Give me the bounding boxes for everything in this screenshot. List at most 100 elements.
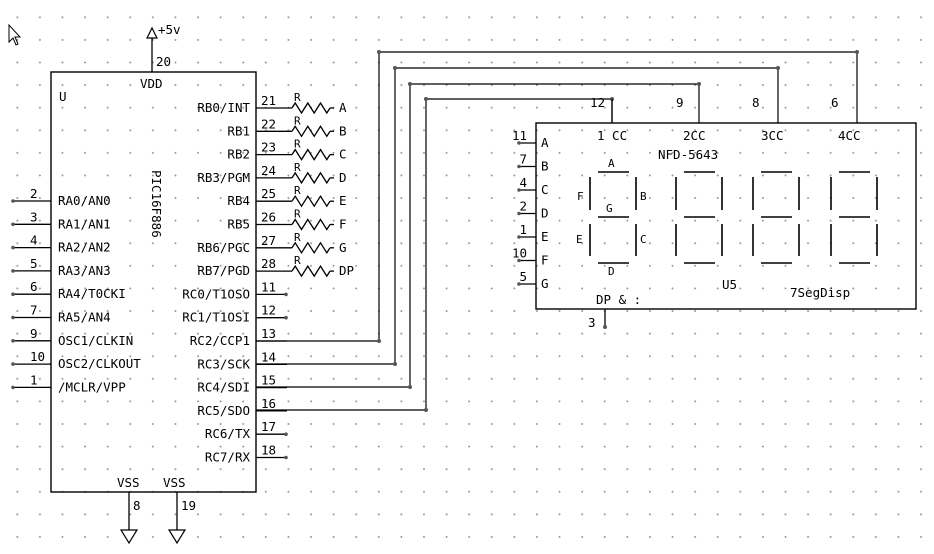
resistor-symbol <box>291 264 331 278</box>
pin-number: 1 <box>519 222 527 237</box>
resistor-net-label: C <box>339 147 347 162</box>
pin-number: 11 <box>512 128 527 143</box>
pin-name: RB1 <box>227 123 250 138</box>
resistor-net-label: E <box>339 193 347 208</box>
pin-number: 15 <box>261 373 276 388</box>
pin-number: 25 <box>261 186 276 201</box>
pin-number: 7 <box>30 303 38 318</box>
mcu-pin--mclr-vpp: 1/MCLR/VPP <box>11 372 126 394</box>
resistor-g: RG <box>291 231 347 255</box>
mcu-vdd-label: VDD <box>140 76 163 91</box>
resistor-ref: R <box>294 138 301 151</box>
pin-number: 4 <box>519 175 527 190</box>
mcu-pin-rb2: 23 RB2 <box>227 140 292 162</box>
pin-name: RA5/AN4 <box>58 310 111 325</box>
wire-rc3-3cc <box>256 67 779 365</box>
common-pin-4: 6 <box>831 95 839 110</box>
pin-number: 10 <box>512 246 527 261</box>
mcu: U VDD PIC16F886 VSS VSS <box>50 71 257 493</box>
resistor-symbol <box>291 171 331 185</box>
mcu-pin-rc4-sdi: 15 RC4/SDI <box>197 373 287 395</box>
pin-name: RC6/TX <box>205 426 251 441</box>
pin-number: 7 <box>519 152 527 167</box>
wire-rc5-1cc <box>256 98 613 411</box>
resistor-ref: R <box>294 184 301 197</box>
pin-number: 17 <box>261 419 276 434</box>
seg-label-d: D <box>608 265 615 278</box>
pin-name: /MCLR/VPP <box>58 379 126 394</box>
resistor-b: RB <box>291 114 347 138</box>
mcu-pin-ra5-an4: 7 RA5/AN4 <box>11 303 111 325</box>
display-ref: U5 <box>722 277 737 292</box>
pin-number: 23 <box>261 140 276 155</box>
resistor-symbol <box>291 125 331 138</box>
pin-name: RA0/AN0 <box>58 193 111 208</box>
seven-segment-display: NFD-5643 U5 7SegDisp DP & : 3 12 1 CC 9 … <box>512 95 917 330</box>
display-type: 7SegDisp <box>790 285 850 300</box>
pin-name: B <box>541 159 549 174</box>
resistor-ref: R <box>294 231 301 244</box>
pin-number: 6 <box>30 279 38 294</box>
mcu-vss-label-1: VSS <box>117 475 140 490</box>
pin-number: 18 <box>261 443 276 458</box>
mcu-ref: U <box>59 89 67 104</box>
pin-name: RC1/T1OSI <box>182 310 250 325</box>
vdd-pin-number: 20 <box>156 54 171 69</box>
resistor-net-label: F <box>339 217 347 232</box>
pin-name: RB0/INT <box>197 100 250 115</box>
pin-name: RB7/PGD <box>197 263 250 278</box>
pin-name: F <box>541 253 549 268</box>
pin-number: 4 <box>30 233 38 248</box>
vss-pin-number-1: 8 <box>133 498 141 513</box>
resistor-net-label: A <box>339 100 347 115</box>
seg-label-b: B <box>640 190 647 203</box>
pin-number: 27 <box>261 233 276 248</box>
power-label: +5v <box>158 22 181 37</box>
resistor-ref: R <box>294 161 301 174</box>
pin-number: 22 <box>261 116 276 131</box>
pin-name: OSC1/CLKIN <box>58 333 133 348</box>
common-label-1: 1 CC <box>597 128 627 143</box>
pin-name: RC4/SDI <box>197 380 250 395</box>
resistor-symbol <box>291 101 331 115</box>
common-pin-1: 12 <box>590 95 605 110</box>
display-part-name: NFD-5643 <box>658 147 718 162</box>
common-label-3: 3CC <box>761 128 784 143</box>
pin-number: 3 <box>30 209 38 224</box>
seg-label-a: A <box>608 157 615 170</box>
resistor-symbol <box>291 241 331 255</box>
resistor-e: RE <box>291 184 347 208</box>
resistor-c: RC <box>291 138 347 162</box>
mcu-body <box>50 71 257 493</box>
resistor-f: RF <box>291 208 347 232</box>
resistor-symbol <box>291 218 331 231</box>
ground-vss-8: 8 <box>119 492 141 545</box>
pin-name: RB5 <box>227 217 250 232</box>
pin-number: 13 <box>261 326 276 341</box>
pin-name: C <box>541 182 549 197</box>
pin-name: RB2 <box>227 147 250 162</box>
pin-number: 2 <box>30 186 38 201</box>
pin-number: 24 <box>261 163 276 178</box>
ground-vss-19: 19 <box>167 492 196 545</box>
mouse-cursor-icon <box>8 23 22 46</box>
pin-name: G <box>541 276 549 291</box>
resistor-net-label: DP <box>339 263 354 278</box>
pin-number: 10 <box>30 349 45 364</box>
resistor-net-label: B <box>339 123 347 138</box>
resistor-ref: R <box>294 91 301 104</box>
digit-3 <box>752 171 800 264</box>
